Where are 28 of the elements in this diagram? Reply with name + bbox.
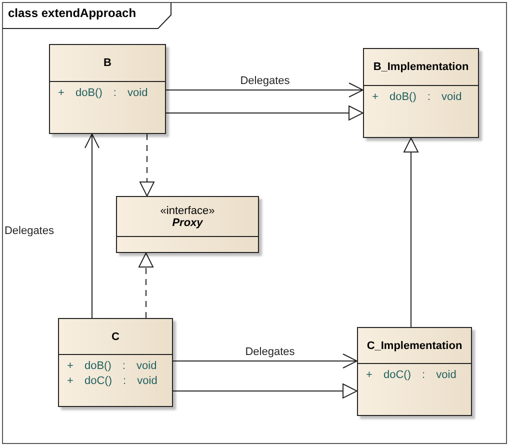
edge-label: Delegates bbox=[3, 225, 55, 237]
class-name: C bbox=[112, 330, 120, 342]
class-name: C_Implementation bbox=[366, 340, 462, 352]
class-box bbox=[58, 318, 173, 407]
stereotype: «interface» bbox=[160, 204, 215, 216]
association-arrow bbox=[166, 82, 364, 98]
operation: + doB() : void bbox=[67, 360, 157, 372]
class-name: Proxy bbox=[172, 216, 203, 228]
class-name: B_Implementation bbox=[373, 61, 469, 73]
realization-arrow bbox=[140, 134, 154, 196]
operation: + doB() : void bbox=[372, 91, 462, 103]
frame-title: class extendApproach bbox=[8, 6, 136, 20]
operation: + doC() : void bbox=[366, 369, 456, 381]
generalization-arrow bbox=[404, 138, 418, 328]
class-box bbox=[357, 327, 472, 416]
class-box bbox=[363, 48, 479, 138]
edge-label: Delegates bbox=[244, 346, 296, 358]
class-name: B bbox=[104, 57, 112, 69]
interface-box bbox=[116, 196, 259, 253]
realization-arrow bbox=[138, 252, 154, 318]
generalization-arrow bbox=[172, 384, 358, 398]
operation: + doB() : void bbox=[58, 87, 148, 99]
operation: + doC() : void bbox=[67, 375, 158, 387]
edge-label: Delegates bbox=[239, 75, 291, 87]
association-arrow bbox=[172, 354, 358, 368]
generalization-arrow bbox=[166, 106, 364, 120]
association-arrow bbox=[84, 134, 100, 318]
class-box bbox=[49, 44, 166, 134]
